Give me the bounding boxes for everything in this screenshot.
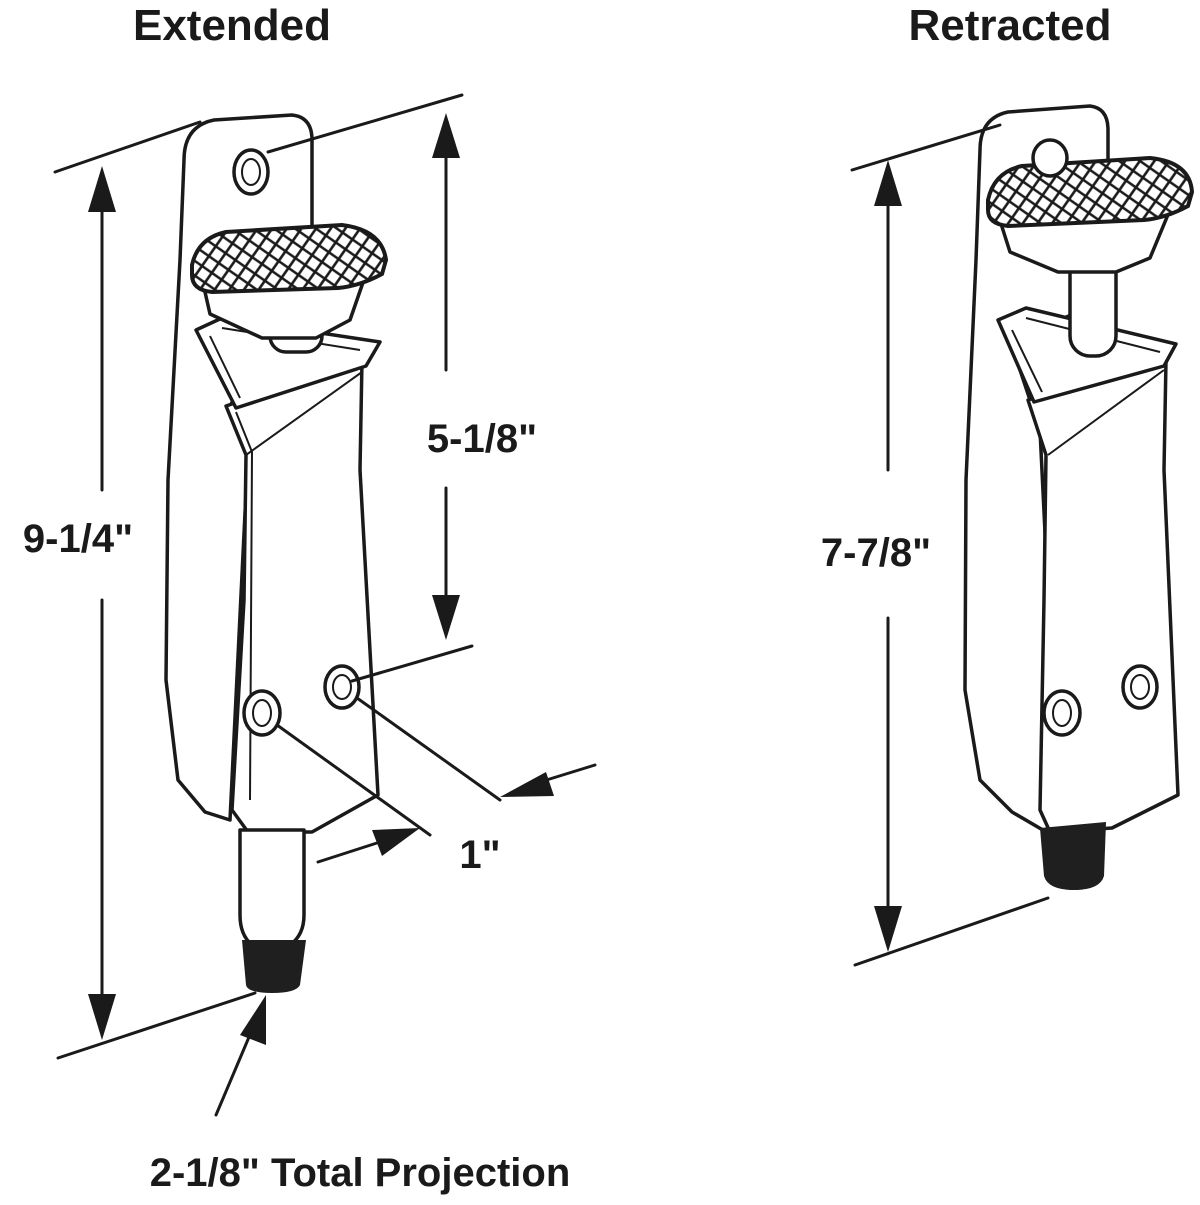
dim-overall-retracted: 7-7/8"	[821, 531, 931, 575]
dim-overall-extended: 9-1/4"	[23, 517, 133, 561]
dim-hole-spacing-horizontal: 1"	[459, 833, 500, 877]
extended-top-hole	[232, 148, 270, 196]
label-retracted: Retracted	[909, 1, 1112, 50]
extended-pedal-grip	[190, 222, 389, 295]
extended-bottom-hole-left	[242, 689, 282, 737]
retracted-bottom-hole-left	[1042, 689, 1082, 737]
retracted-bottom-hole-right	[1121, 664, 1159, 710]
retracted-main-body	[1026, 358, 1180, 834]
extended-bottom-hole-right	[323, 664, 361, 710]
retracted-rubber-tip	[1040, 822, 1106, 890]
extended-plunger	[238, 828, 306, 947]
label-extended: Extended	[133, 1, 331, 50]
extended-door-holder	[164, 113, 389, 993]
extended-rubber-tip	[242, 940, 306, 993]
dim-total-projection: 2-1/8" Total Projection	[150, 1151, 571, 1195]
retracted-door-holder	[963, 104, 1195, 890]
retracted-pedal-grip	[986, 155, 1195, 229]
extended-pedal-bracket	[194, 316, 382, 410]
retracted-top-hole	[1031, 138, 1069, 178]
dim-hole-spacing-vertical: 5-1/8"	[427, 417, 537, 461]
extended-dimensions: 9-1/4" 5-1/8" 1" 2-1/8" Total Projection	[23, 93, 597, 1195]
retracted-dimensions: 7-7/8"	[821, 123, 1050, 967]
extended-main-body	[224, 358, 380, 834]
